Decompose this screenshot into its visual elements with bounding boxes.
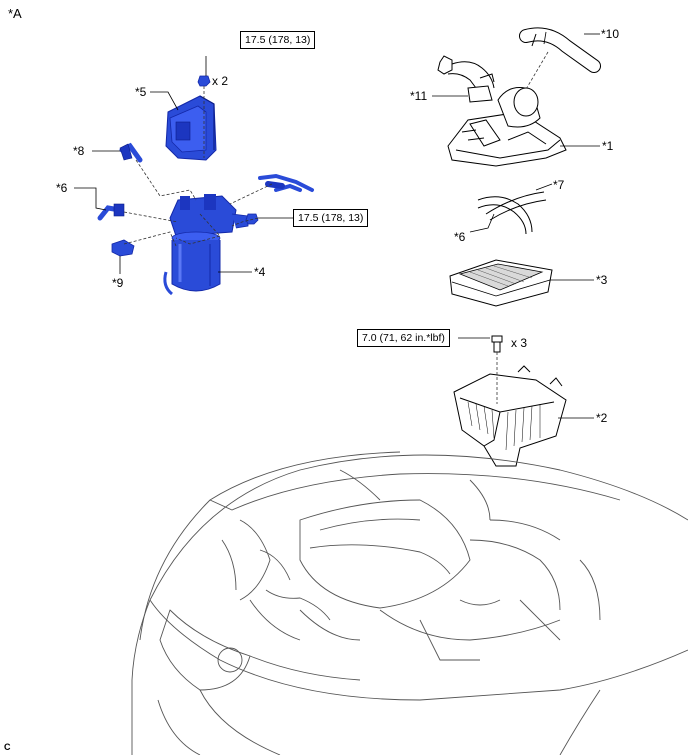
part-3-air-filter-element <box>449 259 553 307</box>
bolt-part-2 <box>491 335 503 353</box>
part-2-air-cleaner-case <box>453 365 567 467</box>
bolt-part-4 <box>245 213 259 225</box>
callout-3: *3 <box>596 273 608 287</box>
torque-box-4: 17.5 (178, 13) <box>293 209 369 227</box>
leaders-left <box>74 91 294 274</box>
part-10-intake-hose <box>519 27 601 73</box>
part-6-hose-left <box>97 203 125 221</box>
callout-9: *9 <box>112 276 124 290</box>
quantity-label-2: x 3 <box>511 336 528 350</box>
callout-5: *5 <box>135 85 147 99</box>
callout-10: *10 <box>601 27 620 41</box>
leaders-6-7-right <box>469 183 553 233</box>
bolt-part-5 <box>197 75 211 87</box>
callout-4: *4 <box>254 265 266 279</box>
callout-1: *1 <box>602 139 614 153</box>
part-11-sensor-harness <box>437 55 495 103</box>
part-1-air-cleaner-cap <box>447 87 567 167</box>
part-8-hose <box>119 142 143 163</box>
part-9-connector <box>111 239 135 257</box>
callout-7: *7 <box>553 178 565 192</box>
callout-6-left: *6 <box>56 181 68 195</box>
vehicle-engine-compartment <box>131 451 688 755</box>
quantity-label-5: x 2 <box>212 74 229 88</box>
part-4-fuel-filter <box>163 194 249 296</box>
torque-box-2: 7.0 (71, 62 in.*lbf) <box>357 329 450 347</box>
corner-mark: C <box>4 742 11 752</box>
assembly-lines-left <box>123 159 273 247</box>
part-6-7-hoses-right <box>477 191 547 235</box>
part-5-fuel-filter-bracket <box>165 95 217 161</box>
callout-11: *11 <box>410 89 428 103</box>
callout-6-right: *6 <box>454 230 466 244</box>
figure-label: *A <box>8 6 22 21</box>
callout-2: *2 <box>596 411 608 425</box>
part-fuel-hoses-upper <box>258 173 314 192</box>
torque-box-5: 17.5 (178, 13) <box>240 31 316 49</box>
callout-8: *8 <box>73 144 85 158</box>
